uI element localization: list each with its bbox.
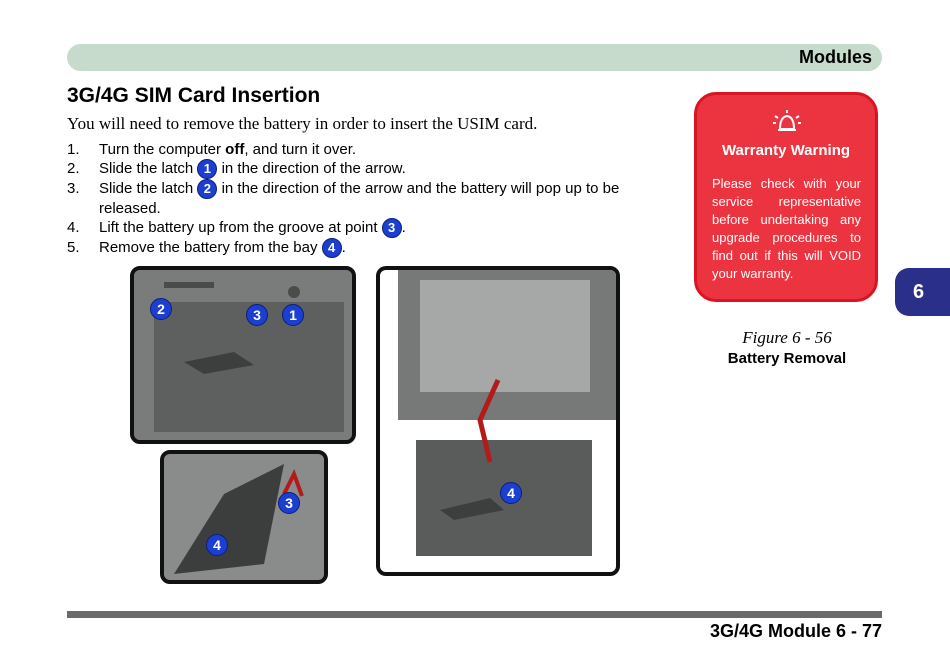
warning-title: Warranty Warning bbox=[721, 142, 851, 159]
footer-page-label: 3G/4G Module 6 - 77 bbox=[709, 621, 882, 641]
battery-lift-illustration bbox=[164, 454, 324, 580]
battery-bay-illustration bbox=[380, 270, 616, 572]
callout-badge: 2 bbox=[197, 179, 218, 200]
callout-badge: 3 bbox=[381, 218, 402, 239]
header-title: Modules bbox=[798, 47, 872, 67]
photo-callout-badge: 4 bbox=[206, 534, 228, 556]
header-bar: Modules bbox=[67, 44, 882, 71]
step-4: 4.Lift the battery up from the groove at… bbox=[67, 218, 667, 239]
laptop-underside-illustration bbox=[134, 270, 352, 440]
alarm-bell-icon bbox=[771, 109, 803, 140]
photo-callout-badge: 2 bbox=[150, 298, 172, 320]
steps-list: 1.Turn the computer off, and turn it ove… bbox=[67, 140, 667, 259]
photo-latches: 2 3 1 bbox=[130, 266, 356, 444]
section-title: 3G/4G SIM Card Insertion bbox=[67, 84, 321, 107]
photo-callout-badge: 3 bbox=[278, 492, 300, 514]
step-1: 1.Turn the computer off, and turn it ove… bbox=[67, 141, 357, 158]
step-5: 5.Remove the battery from the bay 4. bbox=[67, 238, 667, 259]
photo-callout-badge: 3 bbox=[246, 304, 268, 326]
figure-number: Figure 6 - 56 bbox=[742, 328, 832, 347]
warranty-warning-box: Warranty Warning Please check with your … bbox=[694, 92, 878, 302]
warning-body: Please check with your service represent… bbox=[712, 176, 861, 281]
callout-badge: 1 bbox=[197, 159, 218, 180]
step-2: 2.Slide the latch 1 in the direction of … bbox=[67, 159, 667, 180]
footer-rule bbox=[67, 611, 882, 618]
chapter-tab: 6 bbox=[895, 268, 950, 316]
photo-lift-battery: 3 4 bbox=[160, 450, 328, 584]
intro-text: You will need to remove the battery in o… bbox=[67, 114, 538, 133]
figure-caption: Figure 6 - 56 Battery Removal bbox=[700, 328, 874, 367]
photo-callout-badge: 4 bbox=[500, 482, 522, 504]
callout-badge: 4 bbox=[321, 238, 342, 259]
step-3: 3.Slide the latch 2 in the direction of … bbox=[67, 179, 620, 218]
photo-remove-battery: 4 bbox=[376, 266, 620, 576]
figure-title: Battery Removal bbox=[727, 350, 847, 367]
photo-callout-badge: 1 bbox=[282, 304, 304, 326]
